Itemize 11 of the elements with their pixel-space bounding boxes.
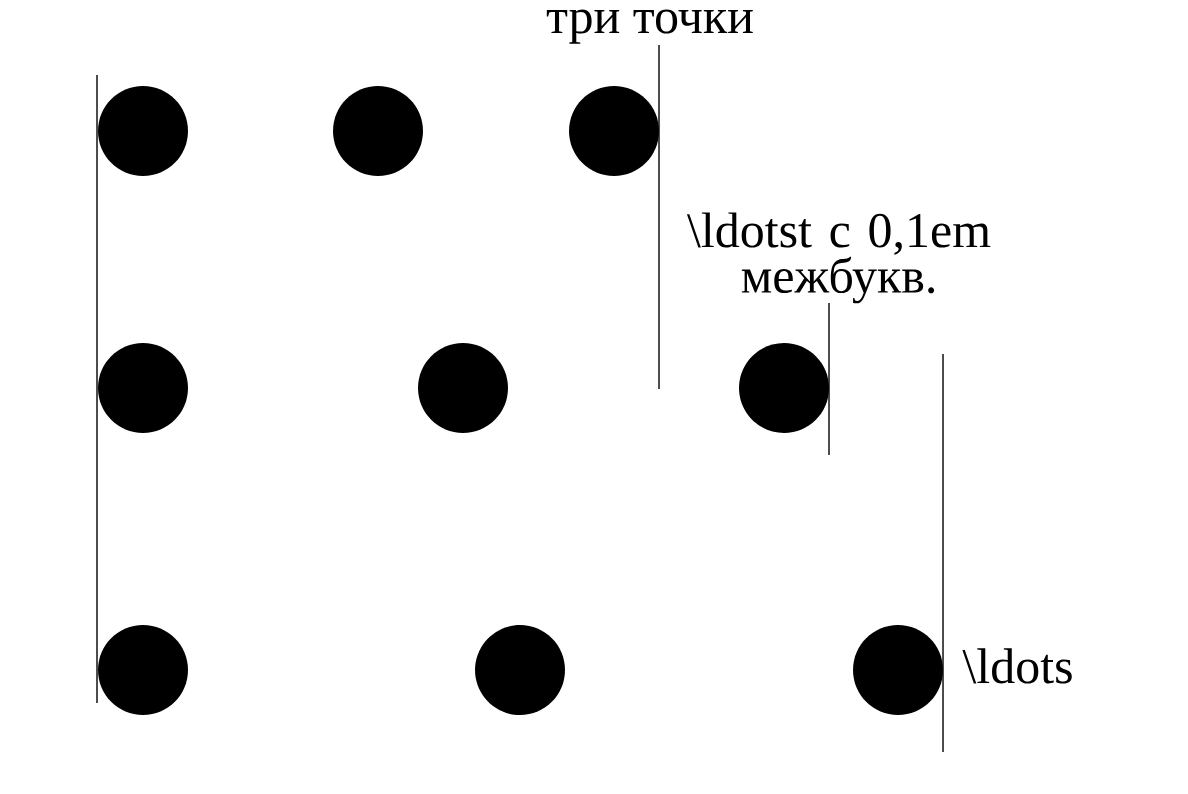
dot	[853, 625, 943, 715]
dot	[98, 625, 188, 715]
text-label: \ldotst с 0,1em межбукв.	[686, 212, 991, 304]
dot	[98, 86, 188, 176]
dot	[333, 86, 423, 176]
dot	[569, 86, 659, 176]
dot	[98, 343, 188, 433]
dot	[475, 625, 565, 715]
dot	[418, 343, 508, 433]
text-label: три точки	[546, 9, 753, 44]
dot	[739, 343, 829, 433]
